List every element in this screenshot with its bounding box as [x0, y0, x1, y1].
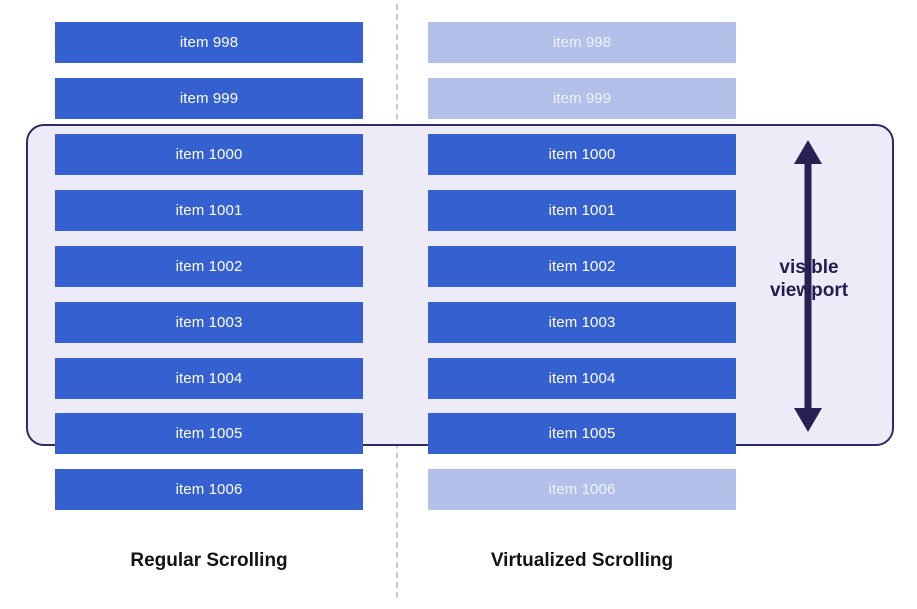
list-item[interactable]: item 1002 [428, 246, 736, 287]
double-vertical-arrow-icon [791, 140, 825, 432]
list-item[interactable]: item 1005 [428, 413, 736, 454]
regular-scrolling-caption: Regular Scrolling [130, 550, 288, 571]
list-item[interactable]: item 998 [428, 22, 736, 63]
list-item[interactable]: item 1006 [55, 469, 363, 510]
list-item[interactable]: item 1005 [55, 413, 363, 454]
list-item[interactable]: item 999 [55, 78, 363, 119]
list-item[interactable]: item 1000 [428, 134, 736, 175]
visible-viewport-label: visible viewport [744, 256, 874, 302]
list-item[interactable]: item 998 [55, 22, 363, 63]
list-item[interactable]: item 1006 [428, 469, 736, 510]
list-item[interactable]: item 1004 [428, 358, 736, 399]
visible-viewport-label-line2: viewport [769, 280, 849, 301]
list-item[interactable]: item 1001 [428, 190, 736, 231]
list-item[interactable]: item 1000 [55, 134, 363, 175]
list-item[interactable]: item 1003 [55, 302, 363, 343]
list-item[interactable]: item 1001 [55, 190, 363, 231]
visible-viewport-label-line1: visible [779, 257, 839, 278]
list-item[interactable]: item 999 [428, 78, 736, 119]
list-item[interactable]: item 1003 [428, 302, 736, 343]
virtualized-scrolling-caption: Virtualized Scrolling [490, 550, 674, 571]
list-item[interactable]: item 1004 [55, 358, 363, 399]
list-item[interactable]: item 1002 [55, 246, 363, 287]
